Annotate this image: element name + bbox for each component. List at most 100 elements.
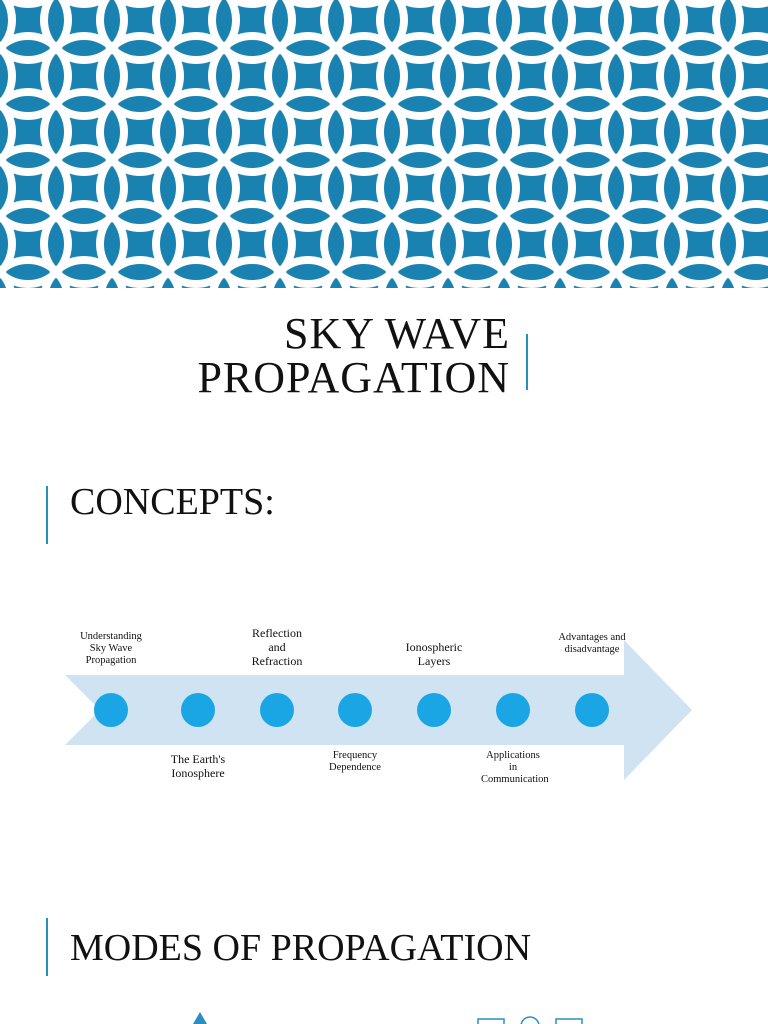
pattern-ring — [562, 0, 614, 8]
concepts-timeline-arrow — [65, 640, 692, 780]
pattern-ring — [40, 200, 128, 288]
pattern-ring — [208, 88, 296, 176]
pattern-ring — [656, 32, 744, 120]
pattern-ring — [544, 88, 632, 176]
pattern-ring — [712, 200, 768, 288]
concepts-accent-bar — [46, 486, 48, 544]
timeline-node — [260, 693, 294, 727]
pattern-ring — [40, 0, 128, 64]
pattern-ring — [656, 200, 744, 288]
timeline-label: Applications in Communication — [481, 750, 549, 785]
pattern-ring — [152, 0, 240, 64]
timeline-label: Advantages and disadvantage — [558, 632, 626, 655]
pattern-ring — [618, 0, 670, 8]
pattern-ring — [488, 200, 576, 288]
pattern-ring — [96, 0, 184, 64]
box-icon — [555, 1018, 583, 1024]
pattern-ring — [170, 0, 222, 8]
pattern-ring — [320, 0, 408, 64]
pattern-ring — [545, 256, 631, 288]
pattern-ring — [41, 256, 127, 288]
timeline-node — [496, 693, 530, 727]
pattern-ring — [226, 0, 278, 8]
pattern-ring — [657, 256, 743, 288]
pattern-ring — [320, 144, 408, 232]
triangle-icon — [193, 1012, 207, 1024]
pattern-ring — [376, 144, 464, 232]
pattern-ring — [544, 0, 632, 64]
pattern-ring — [394, 0, 446, 8]
pattern-ring — [376, 0, 464, 64]
timeline-node — [338, 693, 372, 727]
box-icon — [477, 1018, 505, 1024]
pattern-ring — [0, 210, 16, 278]
pattern-ring — [114, 0, 166, 8]
circle-icon — [520, 1016, 540, 1024]
pattern-ring — [0, 200, 72, 288]
pattern-ring — [674, 0, 726, 8]
pattern-ring — [282, 0, 334, 8]
concepts-heading: CONCEPTS: — [70, 481, 275, 523]
pattern-ring — [432, 32, 520, 120]
pattern-ring — [544, 32, 632, 120]
pattern-ring — [377, 256, 463, 288]
bottom-partial-graphics — [193, 1012, 583, 1024]
pattern-ring — [208, 32, 296, 120]
pattern-ring — [600, 0, 688, 64]
pattern-ring — [0, 88, 72, 176]
pattern-ring — [0, 0, 16, 54]
title-accent-bar — [526, 334, 528, 390]
pattern-ring — [433, 256, 519, 288]
pattern-ring — [712, 144, 768, 232]
pattern-ring — [432, 144, 520, 232]
pattern-ring — [40, 144, 128, 232]
pattern-ring — [489, 256, 575, 288]
pattern-ring — [713, 256, 768, 288]
pattern-ring — [152, 144, 240, 232]
pattern-ring — [321, 256, 407, 288]
title-line-1: SKY WAVE — [283, 309, 510, 358]
pattern-ring — [376, 88, 464, 176]
pattern-ring — [432, 200, 520, 288]
timeline-label: Ionospheric Layers — [405, 640, 463, 668]
pattern-ring — [488, 144, 576, 232]
timeline-node — [575, 693, 609, 727]
pattern-ring — [264, 200, 352, 288]
pattern-ring — [600, 32, 688, 120]
pattern-ring — [209, 256, 295, 288]
timeline-node — [181, 693, 215, 727]
pattern-ring — [264, 0, 352, 64]
pattern-ring — [600, 88, 688, 176]
timeline-arrow-shape — [65, 640, 692, 780]
pattern-ring — [152, 88, 240, 176]
pattern-ring — [0, 0, 72, 64]
pattern-ring — [601, 256, 687, 288]
title-line-2: PROPAGATION — [197, 353, 510, 402]
pattern-ring — [488, 0, 576, 64]
pattern-ring — [58, 0, 110, 8]
pattern-ring — [208, 144, 296, 232]
pattern-ring — [320, 200, 408, 288]
pattern-ring — [208, 200, 296, 288]
pattern-ring — [712, 88, 768, 176]
pattern-ring — [544, 200, 632, 288]
pattern-ring — [712, 32, 768, 120]
pattern-ring — [208, 0, 296, 64]
pattern-ring — [432, 88, 520, 176]
timeline-label: Frequency Dependence — [329, 750, 381, 773]
pattern-ring — [712, 0, 768, 64]
pattern-ring — [0, 256, 71, 288]
pattern-ring — [0, 144, 72, 232]
pattern-ring — [40, 32, 128, 120]
pattern-ring — [2, 0, 54, 8]
pattern-ring — [506, 0, 558, 8]
pattern-ring — [376, 32, 464, 120]
pattern-ring — [264, 32, 352, 120]
decorative-circle-pattern — [0, 0, 768, 288]
pattern-ring — [450, 0, 502, 8]
pattern-ring — [432, 0, 520, 64]
modes-heading: MODES OF PROPAGATION — [70, 927, 532, 969]
pattern-ring — [488, 88, 576, 176]
timeline-node — [417, 693, 451, 727]
